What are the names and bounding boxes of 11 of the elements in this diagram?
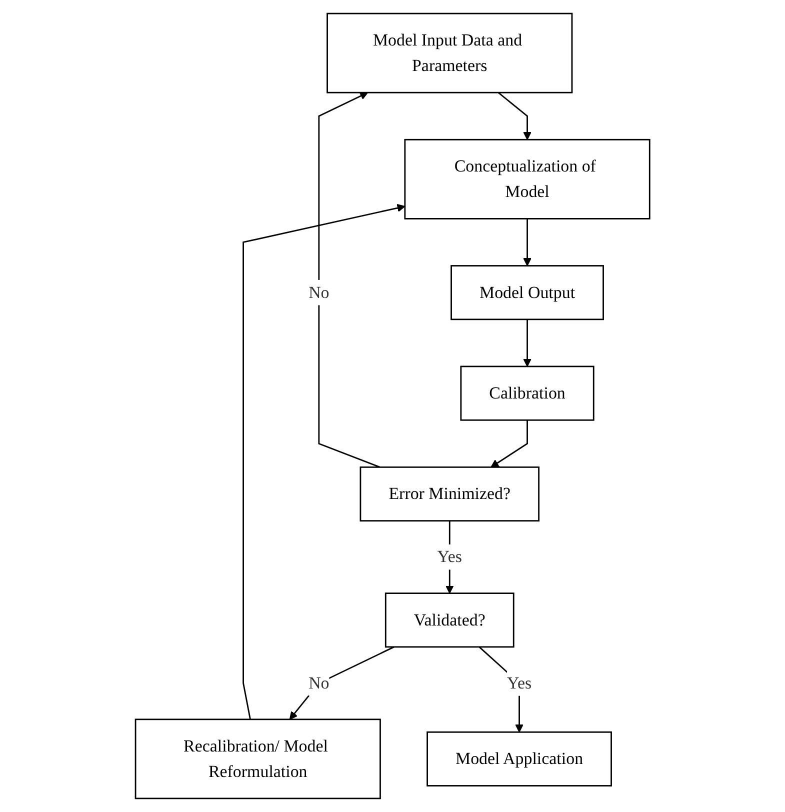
process-box: Error Minimized? [360,466,540,522]
process-box: Model Output [450,265,604,320]
process-box: Model Input Data and Parameters [326,12,573,94]
process-box: Validated? [384,592,514,648]
process-box: Conceptualization of Model [404,138,650,220]
process-box: Calibration [460,366,594,421]
edge-label: Yes [437,544,462,570]
process-box: Recalibration/ Model Reformulation [134,718,381,800]
edge-label: No [308,280,330,306]
process-box: Model Application [426,731,612,786]
edge-label: Yes [506,670,532,696]
